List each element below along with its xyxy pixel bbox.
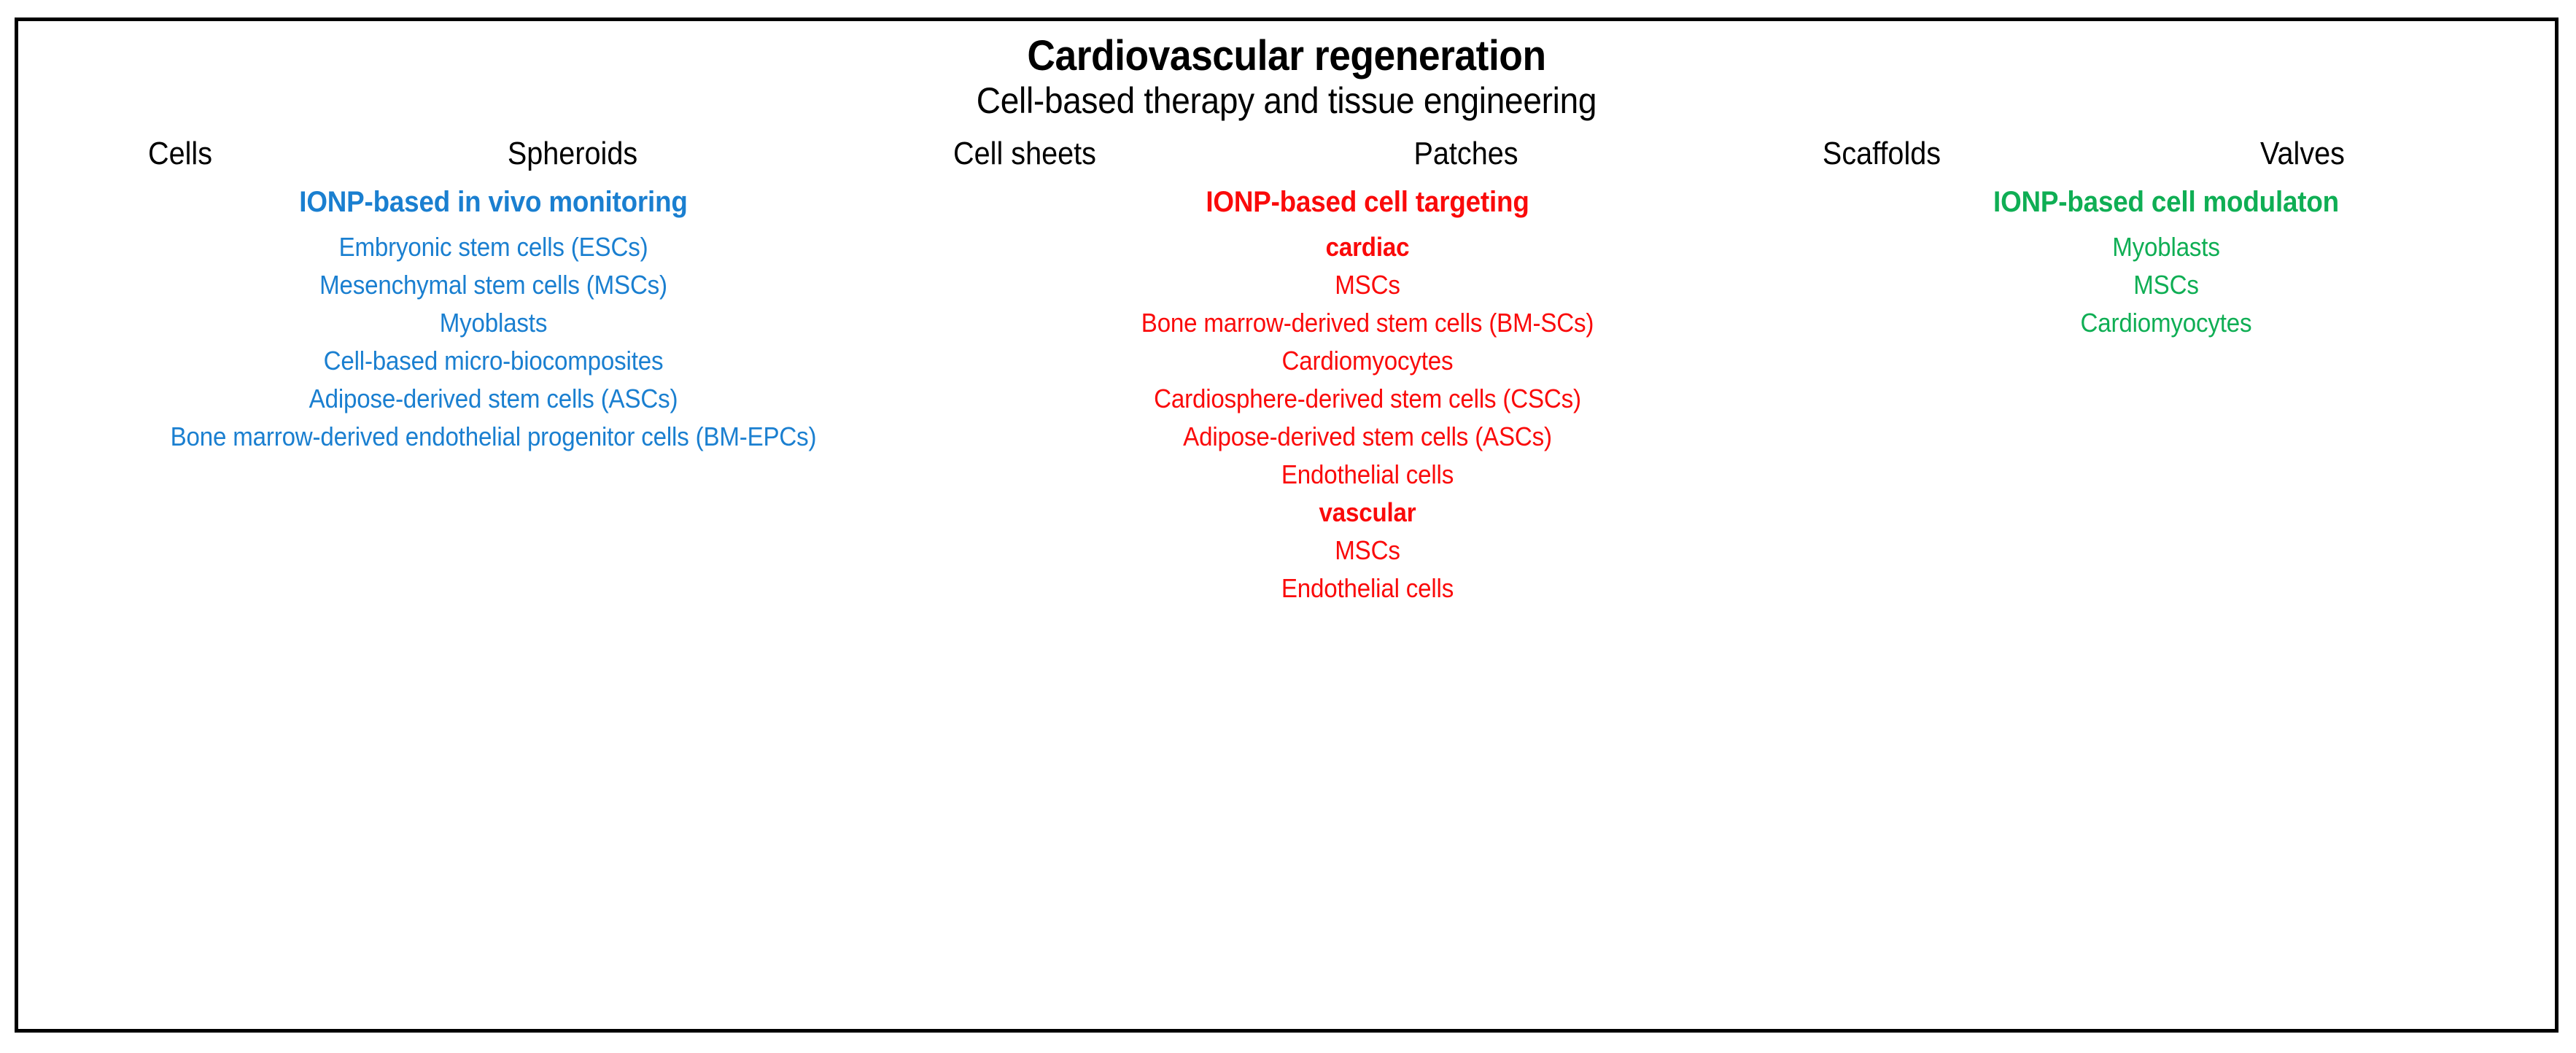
column-header-scaffolds: Scaffolds: [1822, 136, 1941, 171]
list-item: Adipose-derived stem cells (ASCs): [309, 384, 678, 413]
section-title-red: IONP-based cell targeting: [1206, 186, 1529, 218]
list-item: Myoblasts: [2112, 232, 2220, 262]
page-subtitle: Cell-based therapy and tissue engineerin…: [976, 80, 1597, 122]
list-item: Cardiomyocytes: [2080, 308, 2252, 338]
page-title: Cardiovascular regeneration: [1027, 32, 1546, 79]
column-header-row: Cells Spheroids Cell sheets Patches Scaffold…: [18, 138, 2555, 182]
list-item: Endothelial cells: [1281, 573, 1454, 603]
list-item: Mesenchymal stem cells (MSCs): [319, 270, 667, 300]
list-item: Embryonic stem cells (ESCs): [338, 232, 648, 262]
list-item: Cardiomyocytes: [1281, 346, 1454, 376]
list-item: MSCs: [2133, 270, 2199, 300]
list-item: Myoblasts: [439, 308, 548, 338]
column-header-cells: Cells: [147, 136, 213, 171]
title-block: Cardiovascular regeneration Cell-based t…: [18, 34, 2555, 120]
list-item: MSCs: [1335, 270, 1400, 300]
column-header-valves: Valves: [2260, 136, 2345, 171]
figure-border-frame: Cardiovascular regeneration Cell-based t…: [15, 18, 2558, 1033]
column-header-spheroids: Spheroids: [507, 136, 638, 171]
list-item: vascular: [1319, 497, 1416, 527]
list-item: Endothelial cells: [1281, 459, 1454, 489]
column-header-cell-sheets: Cell sheets: [953, 136, 1096, 171]
list-item: Cell-based micro-biocomposites: [323, 346, 664, 376]
figure-content: Cardiovascular regeneration Cell-based t…: [18, 21, 2555, 1029]
section-title-blue: IONP-based in vivo monitoring: [299, 186, 688, 218]
list-item: Adipose-derived stem cells (ASCs): [1183, 421, 1552, 451]
column-header-patches: Patches: [1413, 136, 1518, 171]
list-item: cardiac: [1325, 232, 1410, 262]
list-item: MSCs: [1335, 535, 1400, 565]
item-list-blue: Embryonic stem cells (ESCs) Mesenchymal s…: [28, 234, 958, 450]
list-item: Bone marrow-derived endothelial progenit…: [170, 421, 817, 451]
list-item: Cardiosphere-derived stem cells (CSCs): [1154, 384, 1581, 413]
list-item: Bone marrow-derived stem cells (BM-SCs): [1141, 308, 1594, 338]
section-title-green: IONP-based cell modulaton: [1993, 186, 2339, 218]
